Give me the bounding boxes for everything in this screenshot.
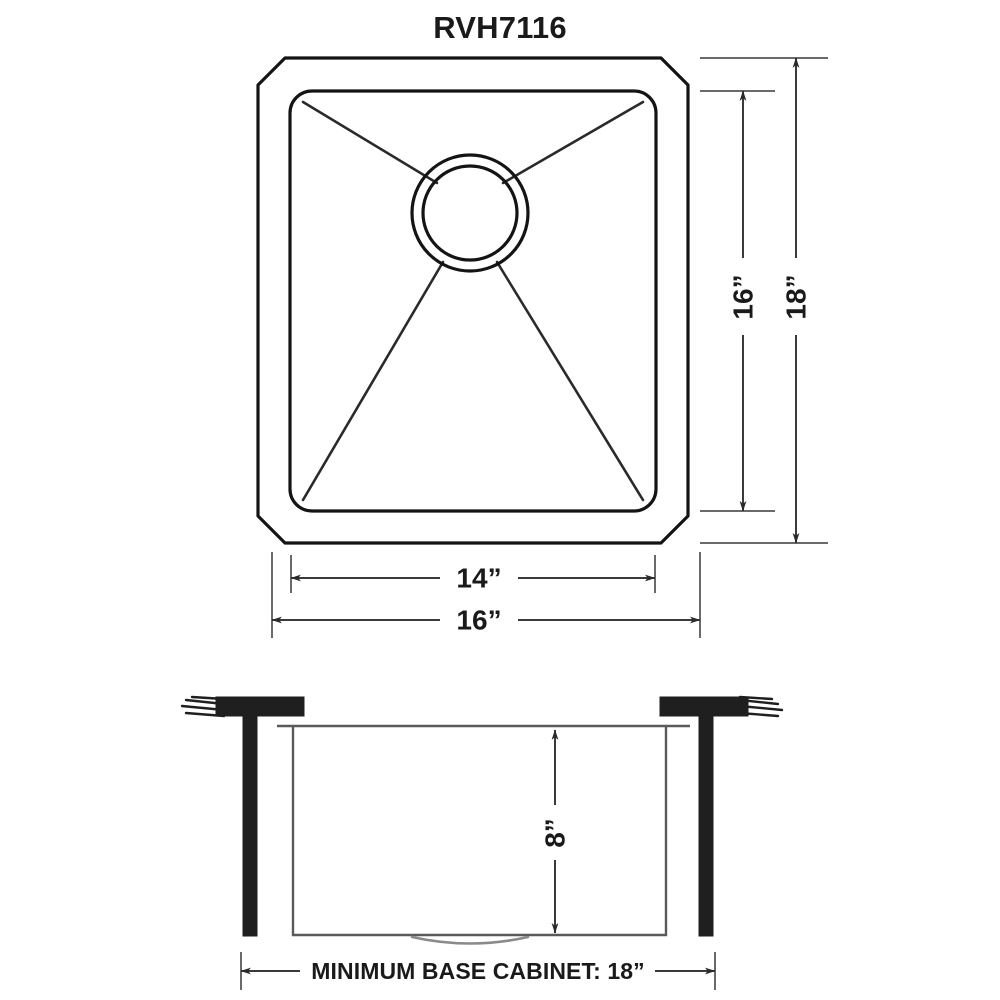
sink-rim-outline: [256, 56, 690, 545]
page-title: RVH7116: [433, 10, 567, 45]
dimension-height-inner: 16”: [728, 274, 759, 319]
cabinet-wall-left: [242, 715, 258, 937]
drain-inner-circle: [421, 164, 519, 262]
horizontal-dimensions: 14” 16”: [271, 552, 701, 638]
dimension-width-outer: 16”: [456, 605, 501, 636]
basin-slope-lines: [301, 100, 645, 502]
break-line-right: [738, 695, 784, 718]
cabinet-wall-right: [698, 715, 714, 937]
basin-drain-bump: [410, 935, 530, 945]
dimension-depth: 8”: [540, 818, 571, 848]
dimension-height-outer: 18”: [781, 274, 812, 319]
sink-basin-outline: [288, 89, 658, 513]
vertical-dimensions: 16” 18”: [700, 57, 828, 544]
basin-section-outline: [277, 724, 690, 937]
cabinet-caption: MINIMUM BASE CABINET: 18”: [311, 958, 644, 984]
countertop-bar-right: [659, 696, 749, 717]
plan-view-group: [256, 56, 690, 545]
countertop-bar-left: [215, 696, 305, 717]
drain-outer-circle: [410, 153, 530, 273]
break-line-left: [180, 695, 226, 718]
dimension-width-inner: 14”: [456, 563, 501, 594]
section-view-group: 8” MINIMUM BASE CABINET: 18”: [180, 695, 784, 990]
